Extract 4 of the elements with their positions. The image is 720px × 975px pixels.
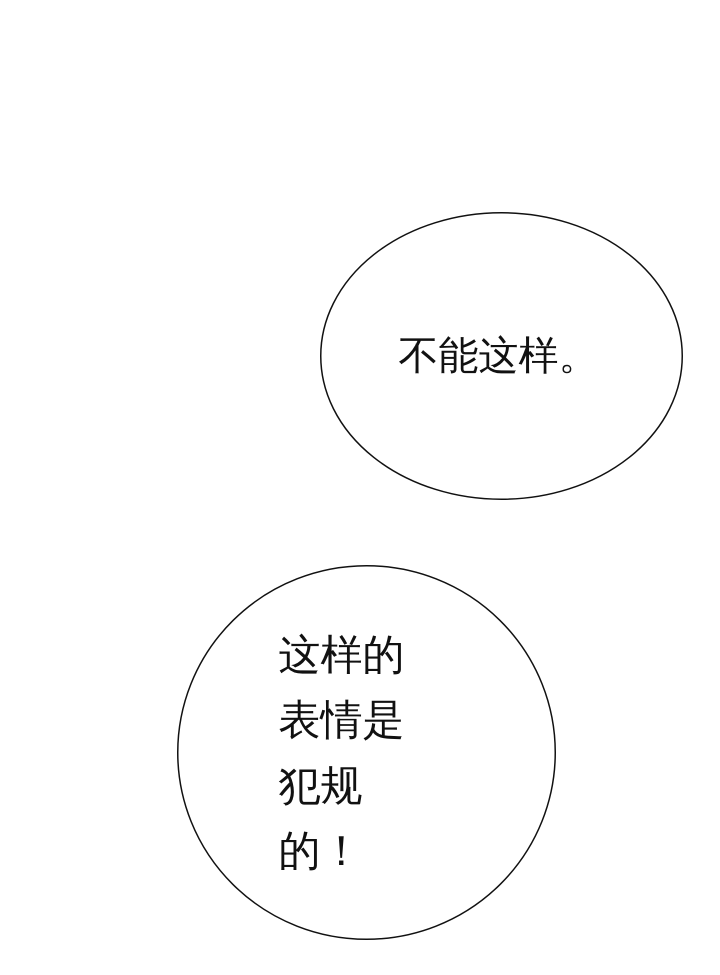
dialogue-text: 这样的表情是犯规的！ [278,629,406,877]
speech-bubble [177,565,556,940]
dialogue-text: 不能这样。 [398,332,600,381]
speech-bubble [320,212,683,500]
